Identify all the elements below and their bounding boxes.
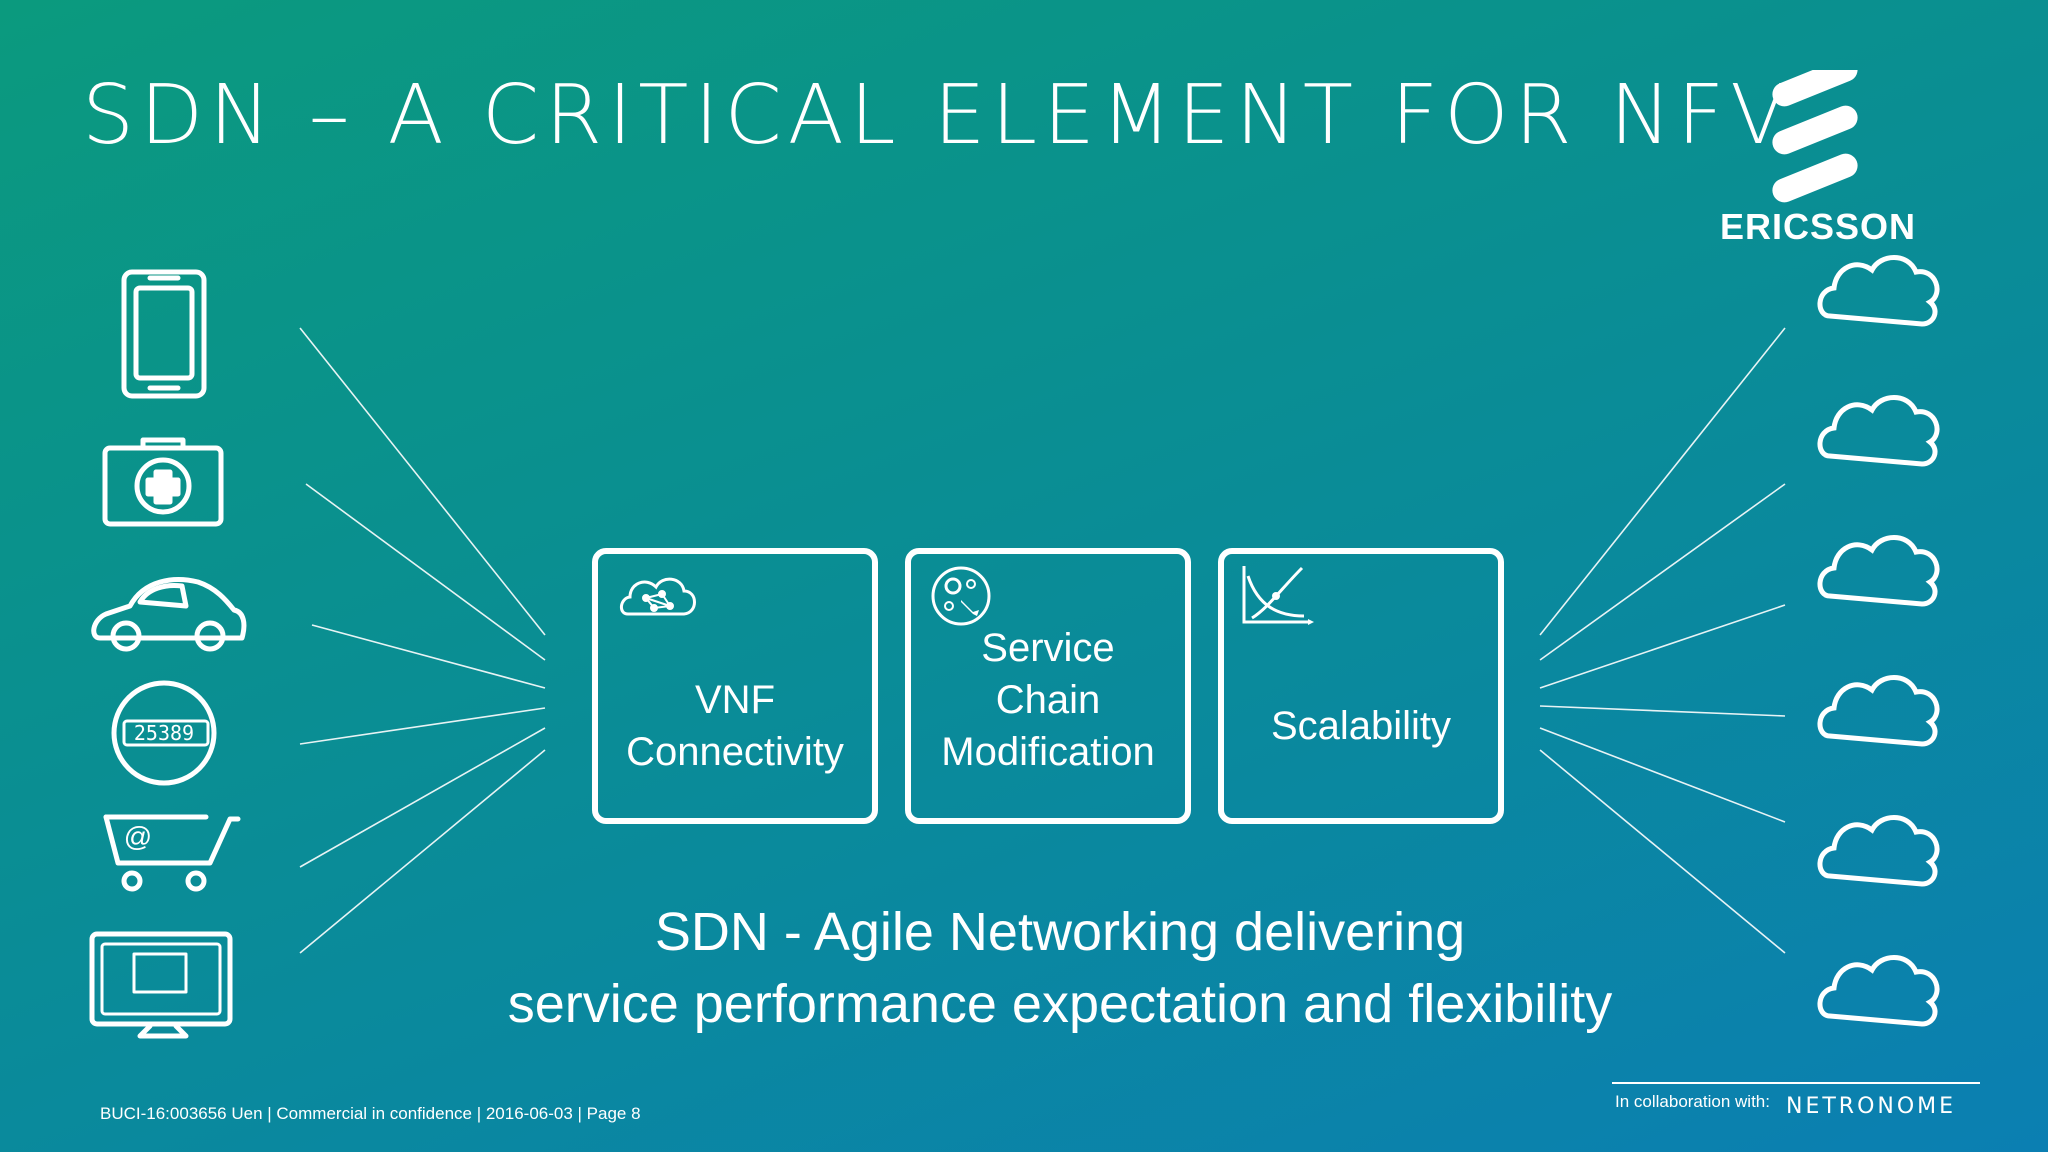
box-label-line: Chain	[995, 678, 1101, 722]
partner-logo: NETRONOME	[1786, 1094, 1957, 1119]
cloud-icon	[1820, 818, 1937, 885]
mobile-phone-icon	[121, 269, 207, 399]
collab-divider	[1612, 1082, 1980, 1084]
slide-title: SDN – A CRITICAL ELEMENT FOR NFV	[82, 68, 1793, 163]
cloud-network-icon	[620, 577, 696, 616]
gears-wrench-icon	[931, 566, 991, 626]
box-service-chain: Service Chain Modification	[905, 548, 1191, 824]
tagline-line-2: service performance expectation and flex…	[507, 974, 1613, 1034]
cloud-icon	[1820, 958, 1937, 1025]
left-icons: 25389 @	[89, 269, 247, 1039]
cloud-icon	[1820, 678, 1937, 745]
shopping-cart-icon	[103, 814, 241, 892]
tv-monitor-icon	[89, 931, 233, 1039]
medical-kit-icon	[102, 437, 224, 527]
box-label-line: Service	[981, 626, 1115, 670]
cloud-icon	[1820, 538, 1937, 605]
scaling-graph-icon	[1242, 566, 1314, 625]
box-vnf-connectivity: VNF Connectivity	[592, 548, 878, 824]
box-label-line: Connectivity	[626, 730, 844, 774]
cloud-icon	[1820, 398, 1937, 465]
cloud-icon	[1820, 258, 1937, 325]
footer-text: BUCI-16:003656 Uen | Commercial in confi…	[100, 1104, 641, 1123]
box-label-line: VNF	[695, 678, 775, 722]
logo-wordmark: ERICSSON	[1720, 206, 1917, 247]
box-label-line: Modification	[941, 730, 1155, 774]
car-icon	[91, 577, 247, 652]
box-scalability: Scalability	[1218, 548, 1504, 824]
tagline-line-1: SDN - Agile Networking delivering	[654, 902, 1466, 962]
box-label-line: Scalability	[1270, 704, 1452, 748]
ericsson-logo-icon	[1772, 70, 1858, 203]
cart-symbol: @	[124, 821, 152, 852]
meter-icon	[111, 680, 217, 786]
meter-reading: 25389	[134, 721, 194, 745]
collab-label: In collaboration with:	[1615, 1092, 1770, 1111]
